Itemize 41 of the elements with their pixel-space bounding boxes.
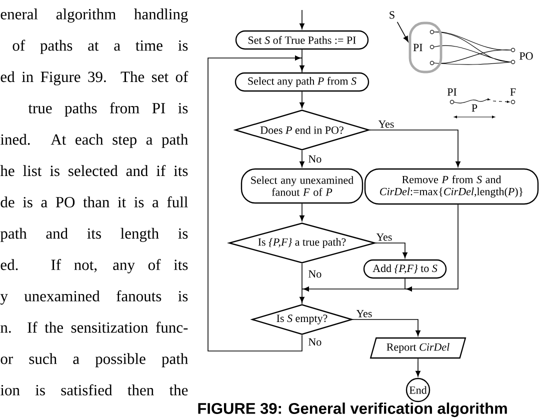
edge-label: Yes bbox=[377, 119, 396, 129]
edge-label: No bbox=[307, 154, 323, 164]
paragraph-line: path and its length is bbox=[0, 228, 188, 242]
arrow bbox=[352, 319, 420, 336]
arrow bbox=[300, 91, 304, 108]
process-box: Select any path P from S bbox=[234, 72, 370, 92]
process-box: Remove P from S and CirDel:=max{CirDel,length(P)} bbox=[364, 168, 539, 205]
path-label: P bbox=[472, 104, 478, 112]
paragraph-line: de is a PO than it is a full bbox=[0, 196, 188, 208]
process-box: Add {P,F} to S bbox=[363, 259, 447, 279]
edge-label: No bbox=[307, 269, 323, 279]
figure-caption: FIGURE 39: General verification algorithm bbox=[198, 402, 507, 418]
paragraph-line: of paths at a time is bbox=[12, 40, 188, 54]
arrow bbox=[404, 204, 458, 292]
arrow bbox=[208, 56, 302, 352]
paragraph-line: or such a possible path bbox=[0, 353, 188, 368]
terminal-label: F bbox=[510, 88, 516, 96]
paragraph-line: eneral algorithm handling bbox=[0, 8, 188, 23]
paragraph-line: y unexamined fanouts is bbox=[0, 290, 188, 305]
arrow bbox=[300, 150, 304, 168]
edge-label: Yes bbox=[375, 232, 394, 242]
leader-line bbox=[396, 22, 408, 42]
paragraph-line: ed. If not, any of its bbox=[0, 259, 188, 274]
terminal-label: PO bbox=[520, 52, 533, 60]
terminal-label: PI bbox=[447, 88, 456, 96]
paragraph-line: n. If the sensitization func- bbox=[0, 322, 188, 333]
paragraph-line: ion is satisfied then the bbox=[0, 384, 188, 396]
edge-label: Yes bbox=[355, 308, 374, 318]
arrow bbox=[375, 242, 408, 258]
arrow bbox=[300, 203, 304, 222]
edge-label: No bbox=[307, 337, 323, 347]
process-box: Select any unexamined fanout F of P bbox=[240, 168, 364, 204]
paragraph-line: he list is selected and if its bbox=[0, 165, 188, 176]
paragraph-line: true paths from PI is bbox=[28, 102, 188, 117]
arrow bbox=[300, 58, 304, 73]
arrow bbox=[369, 130, 460, 168]
paragraph-line: ed in Figure 39. The set of bbox=[0, 71, 188, 86]
paragraph-line: ined. At each step a path bbox=[0, 134, 188, 148]
process-box: Set S of True Paths := PI bbox=[235, 30, 369, 50]
variable-label: S bbox=[390, 11, 394, 19]
arrow bbox=[416, 358, 420, 377]
